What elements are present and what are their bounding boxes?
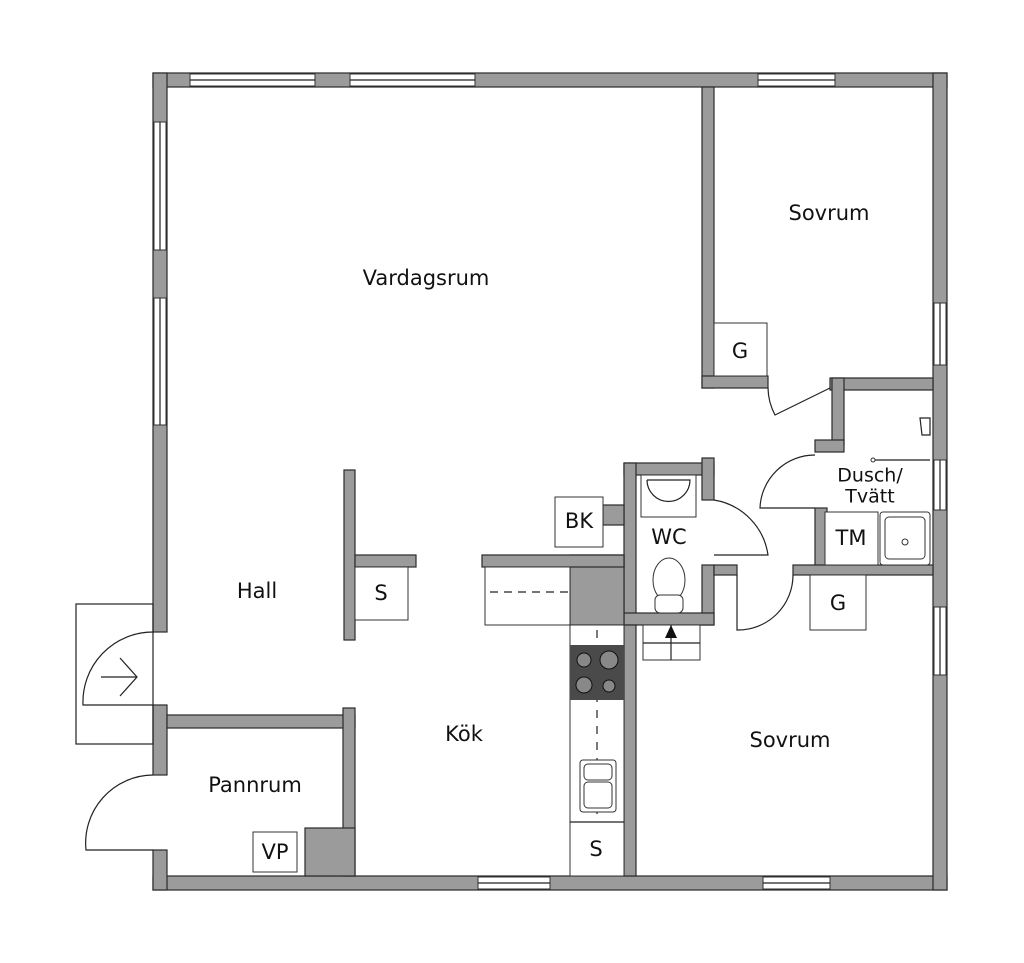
room-dusch: Dusch/ — [837, 465, 903, 487]
stove — [570, 645, 624, 700]
room-vardagsrum: Vardagsrum — [363, 266, 490, 290]
label-s-kitchen: S — [589, 837, 602, 861]
room-tvatt: Tvätt — [844, 486, 894, 508]
label-bk: BK — [565, 509, 594, 533]
fixture-boxes — [252, 322, 879, 873]
label-tm: TM — [835, 526, 867, 550]
room-pannrum: Pannrum — [208, 773, 302, 797]
room-sovrum-bottom: Sovrum — [749, 728, 830, 752]
room-kok: Kök — [445, 722, 484, 746]
label-s-hall: S — [374, 581, 387, 605]
fixtures-drawn — [484, 417, 931, 877]
wc-sink — [640, 474, 697, 518]
label-vp: VP — [261, 840, 288, 864]
room-sovrum-top: Sovrum — [788, 201, 869, 225]
windows — [153, 73, 947, 890]
doors — [75, 387, 831, 851]
label-g-top: G — [732, 339, 748, 363]
room-hall: Hall — [237, 579, 277, 603]
walls — [152, 72, 948, 891]
label-g-bottom: G — [830, 591, 846, 615]
room-wc: WC — [651, 525, 686, 549]
room-labels: Vardagsrum Sovrum Sovrum Hall Kök Pannru… — [208, 201, 903, 864]
